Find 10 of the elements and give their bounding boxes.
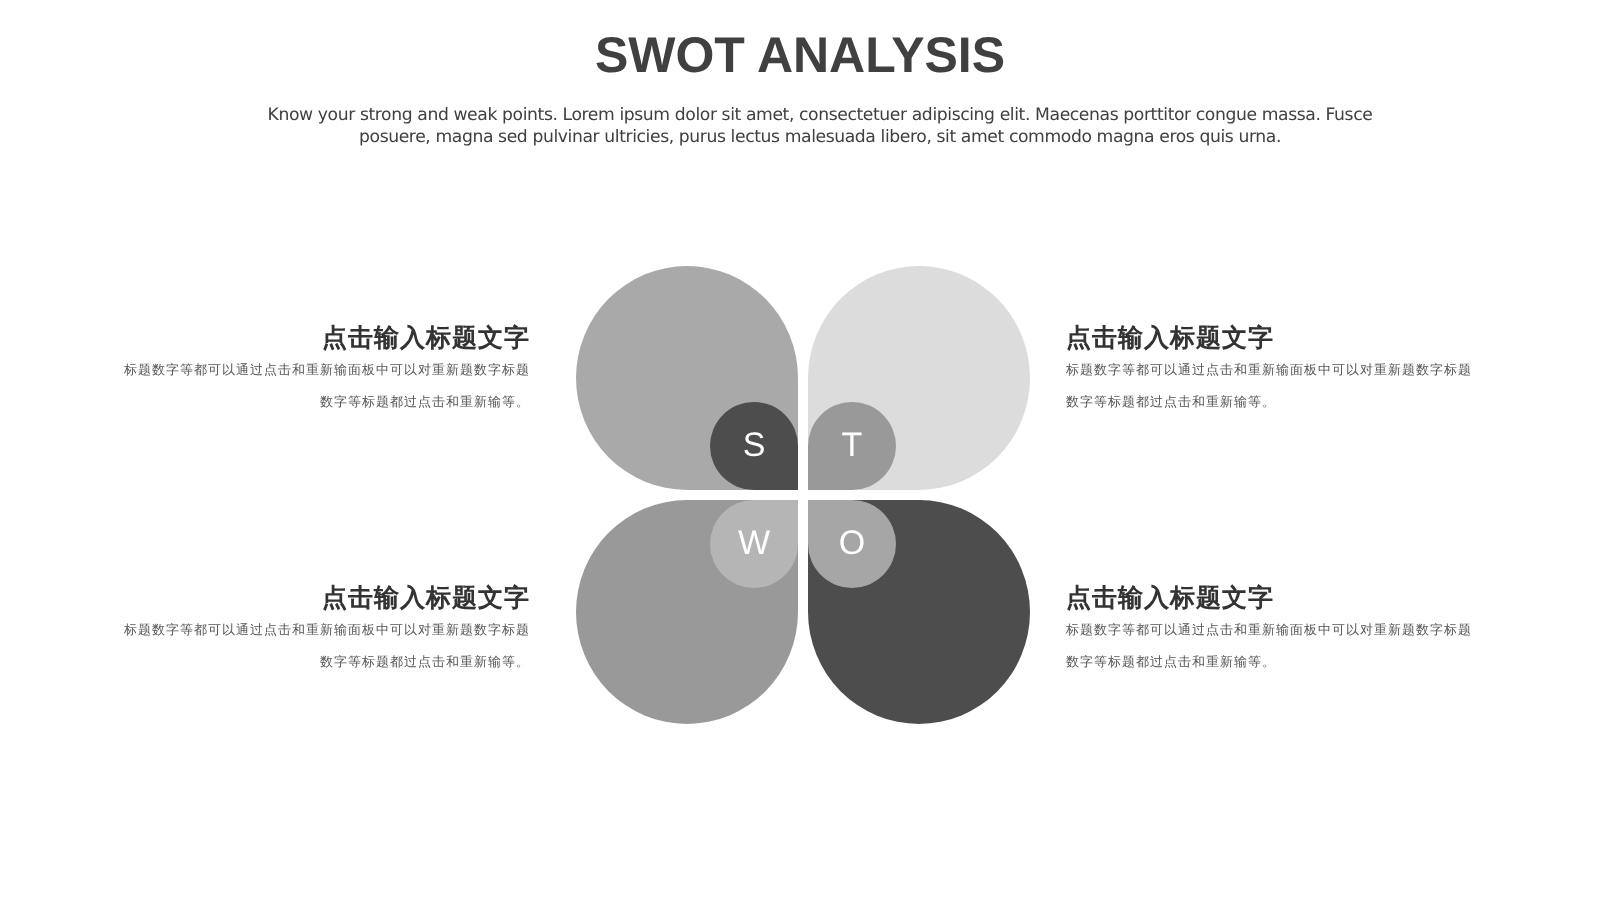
heading: 点击输入标题文字 <box>1066 582 1276 616</box>
subtitle: Know your strong and weak points. Lorem ipsum dolor sit amet, consectetuer adipiscing elit. Maecenas porttitor congue massa. Fusce posuere, magna sed pulvinar ultricies, purus lectus malesuada libero, sit amet commodo magna eros quis urna. <box>265 106 1375 150</box>
heading: 点击输入标题文字 <box>320 582 530 616</box>
heading: 点击输入标题文字 <box>1066 322 1276 356</box>
letter-badge: O <box>808 500 896 588</box>
letter-badge: W <box>710 500 798 588</box>
heading: 点击输入标题文字 <box>320 322 530 356</box>
letter-badge: T <box>808 402 896 490</box>
letter-badge: S <box>710 402 798 490</box>
title: SWOT ANALYSIS <box>592 28 1008 86</box>
